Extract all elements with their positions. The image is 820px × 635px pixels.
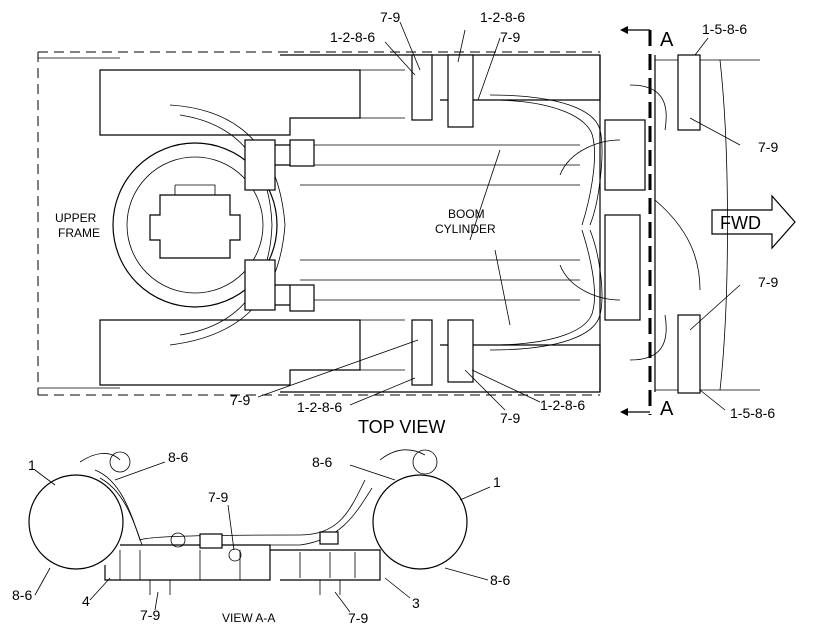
leader-lines-top: [257, 21, 741, 411]
upper-frame-outline: [37, 51, 760, 396]
callout-right-79-a: 7-9: [758, 139, 778, 155]
view-aa-drawing: [28, 449, 468, 595]
swing-bearing: [112, 104, 286, 346]
leader-lines-viewaa: [34, 461, 491, 613]
top-view-title: TOP VIEW: [358, 417, 445, 437]
callout-va-1-right: 1: [493, 474, 501, 490]
callout-right-79-b: 7-9: [758, 274, 778, 290]
callout-bot-79-a: 7-9: [230, 392, 250, 408]
callout-top-1586-a: 1-5-8-6: [702, 21, 747, 37]
callout-va-79-right-bot: 7-9: [348, 610, 368, 626]
boom-cylinder-label-1: BOOM: [448, 207, 485, 221]
section-line-aa: [620, 26, 652, 416]
callout-va-3: 3: [412, 595, 420, 611]
callout-top-1286-a: 1-2-8-6: [330, 29, 375, 45]
callout-bot-1286-b: 1-2-8-6: [540, 397, 585, 413]
section-a-bottom-label: A: [660, 398, 674, 420]
callout-va-1-left: 1: [28, 457, 36, 473]
upper-frame-label-2: FRAME: [58, 226, 100, 240]
callout-va-86-right-top: 8-6: [312, 454, 332, 470]
callout-top-1286-b: 1-2-8-6: [480, 9, 525, 25]
callout-va-79-left-bot: 7-9: [140, 607, 160, 623]
boom-cylinders: [244, 139, 315, 312]
upper-frame-label-1: UPPER: [55, 211, 97, 225]
callout-top-79-a: 7-9: [380, 9, 400, 25]
clamp-blocks-top: [411, 54, 701, 394]
callout-va-86-right-bot: 8-6: [490, 572, 510, 588]
boom-cylinder-label-2: CYLINDER: [435, 222, 496, 236]
callout-va-4: 4: [82, 593, 90, 609]
callout-bot-1586-a: 1-5-8-6: [730, 405, 775, 421]
callout-va-79-center: 7-9: [208, 489, 228, 505]
view-aa-title: VIEW A-A: [222, 611, 275, 625]
fwd-arrow: [711, 194, 796, 250]
hose-bundles: [489, 84, 701, 361]
callout-va-86-left-top: 8-6: [168, 449, 188, 465]
section-a-top-label: A: [660, 29, 674, 51]
callout-top-79-b: 7-9: [500, 29, 520, 45]
fwd-label: FWD: [720, 213, 761, 233]
callout-va-86-left-bot: 8-6: [12, 587, 32, 603]
callout-bot-1286-a: 1-2-8-6: [297, 399, 342, 415]
callout-bot-79-b: 7-9: [500, 410, 520, 426]
